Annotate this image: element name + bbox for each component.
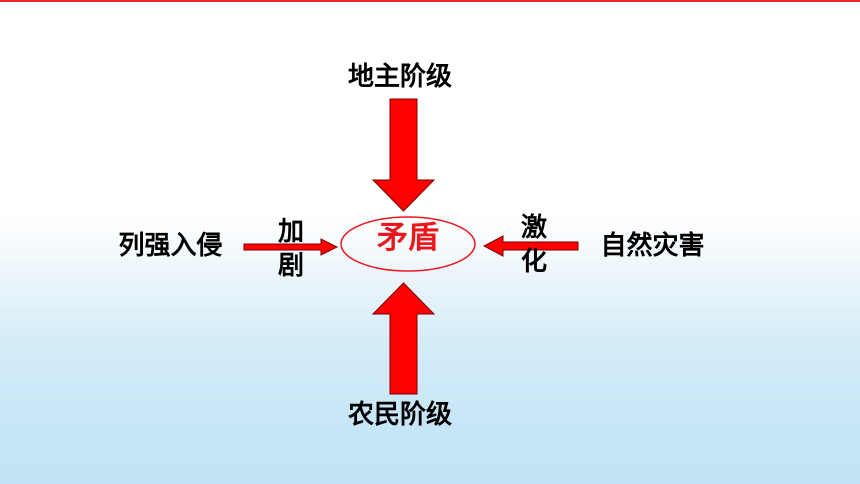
sharpen-verb-char-2: 化 [520, 247, 547, 277]
center-ellipse [340, 216, 476, 272]
sharpen-verb-char-1: 激 [520, 213, 547, 243]
natural-disaster-label: 自然灾害 [600, 231, 705, 261]
landlord-class-label: 地主阶级 [347, 62, 452, 92]
intensify-verb-char-1: 加 [277, 217, 304, 247]
top-arrow [371, 98, 436, 212]
intensify-verb: 加 剧 [275, 219, 307, 287]
right-arrow [482, 235, 579, 257]
foreign-invasion-label: 列强入侵 [118, 231, 223, 261]
intensify-verb-char-2: 剧 [277, 251, 304, 281]
sharpen-verb: 激 化 [518, 215, 550, 283]
bottom-arrow [371, 282, 436, 395]
top-accent-rule [0, 0, 860, 2]
left-arrow [243, 238, 339, 256]
contradiction-label: 矛盾 [377, 220, 439, 256]
peasant-class-label: 农民阶级 [347, 400, 452, 430]
